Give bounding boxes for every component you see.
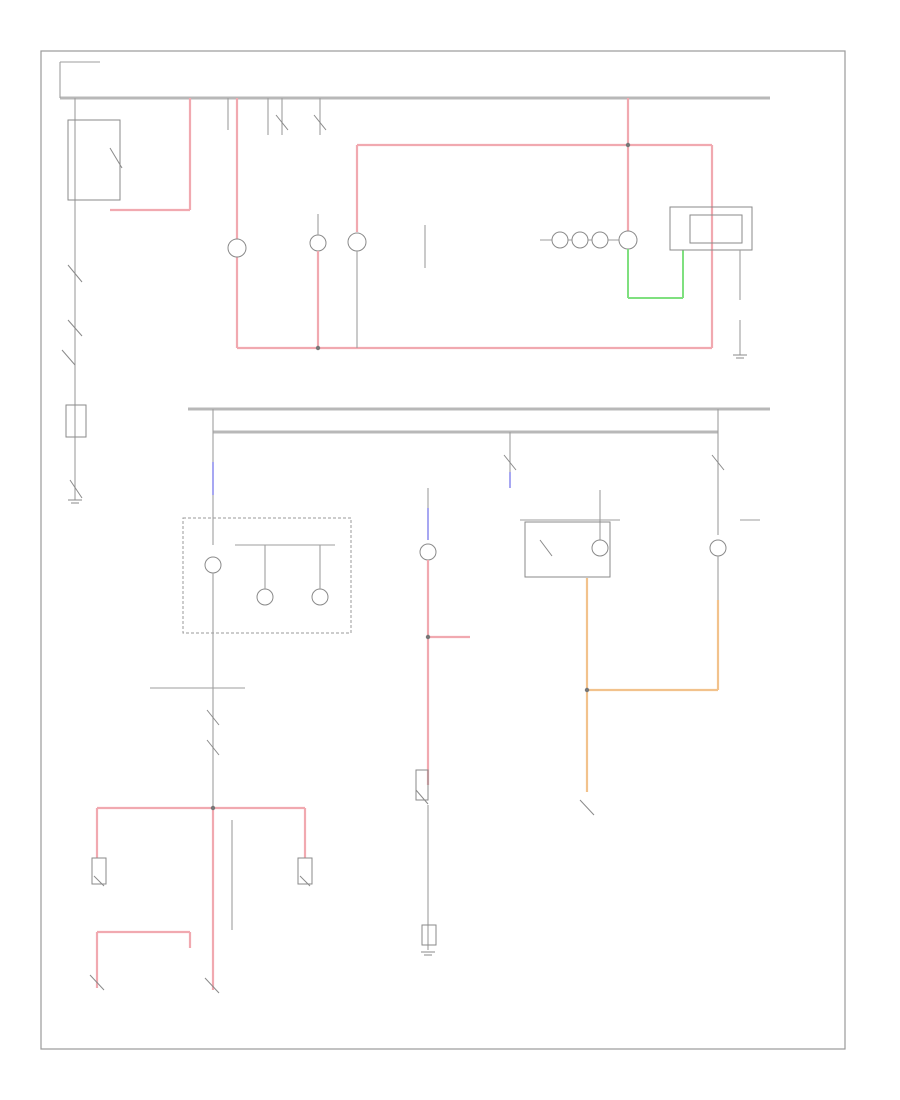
left-lamp-assembly [150,432,352,808]
middle-power-bus [188,407,770,488]
left-lamp-1 [204,556,222,574]
center-lamp [419,543,437,561]
center-lamp-column [415,488,470,956]
right-lamp [709,539,727,557]
right-center-lamp [520,490,718,816]
instrument-lamp-2 [309,234,327,252]
ashtray-lamp [347,232,367,252]
connector-lamp-row [540,230,684,299]
left-lamp-3 [311,588,329,606]
right-lamp-column [709,432,760,690]
lamp-b [571,231,589,249]
lamp-a [551,231,569,249]
controller-module [315,142,753,359]
lamp-d [618,230,638,250]
instrument-lamp-1 [227,238,247,258]
top-power-bus [59,61,770,100]
left-lamp-2 [256,588,274,606]
dimmer-lamp-cluster [227,98,327,348]
illumination-feed-loop [237,98,714,350]
headlamp-switch-chain [61,98,192,504]
bottom-left-switches [89,805,313,994]
courtesy-lamp [591,539,609,557]
lamp-c [591,231,609,249]
diagram-frame [40,50,846,1050]
